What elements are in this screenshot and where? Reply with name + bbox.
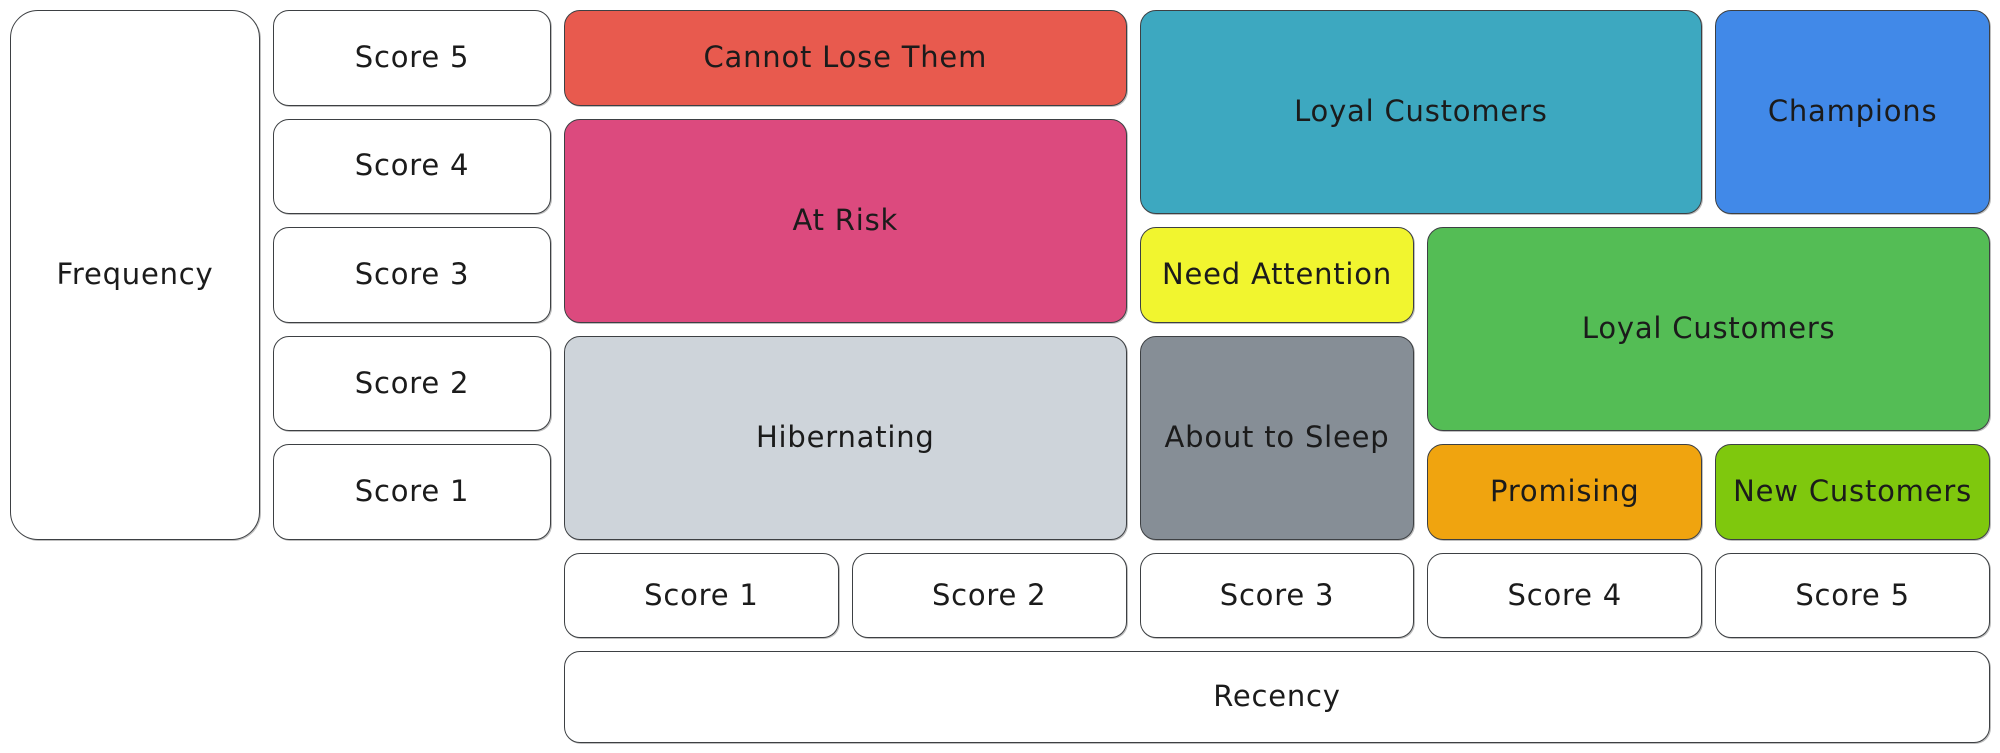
frequency-score-5-label: Score 5	[354, 39, 470, 74]
segment-champions: Champions	[1715, 10, 1990, 215]
recency-score-3-label: Score 3	[1219, 577, 1335, 612]
frequency-score-4-label: Score 4	[354, 148, 470, 183]
frequency-score-2-label: Score 2	[354, 365, 470, 400]
frequency-score-3-box: Score 3	[273, 227, 551, 323]
recency-axis-box: Recency	[564, 650, 1990, 743]
recency-score-3-box: Score 3	[1139, 552, 1415, 638]
recency-score-2-box: Score 2	[851, 552, 1127, 638]
frequency-score-5-box: Score 5	[273, 10, 551, 106]
segment-promising: Promising	[1427, 444, 1703, 540]
recency-score-1-box: Score 1	[564, 552, 839, 638]
recency-score-2-label: Score 2	[931, 577, 1047, 612]
segment-at-risk-label: At Risk	[792, 202, 899, 237]
frequency-score-4-box: Score 4	[273, 118, 551, 215]
segment-cannot-lose-them: Cannot Lose Them	[564, 10, 1127, 106]
frequency-score-1-box: Score 1	[273, 444, 551, 540]
recency-score-1-label: Score 1	[644, 577, 759, 612]
segment-champions-label: Champions	[1767, 94, 1938, 129]
frequency-axis-box: Frequency	[10, 10, 260, 540]
recency-score-4-box: Score 4	[1427, 552, 1703, 638]
segment-hibernating-label: Hibernating	[755, 419, 935, 454]
segment-need-attention-label: Need Attention	[1161, 257, 1393, 292]
frequency-score-1-label: Score 1	[354, 474, 470, 509]
segment-need-attention: Need Attention	[1139, 227, 1415, 323]
segment-loyal-customers-right: Loyal Customers	[1427, 227, 1990, 432]
recency-axis-label: Recency	[1213, 679, 1341, 714]
segment-loyal-customers-right-label: Loyal Customers	[1581, 311, 1836, 346]
segment-new-customers-label: New Customers	[1733, 474, 1973, 509]
segment-about-to-sleep-label: About to Sleep	[1164, 419, 1390, 454]
segment-loyal-customers-top: Loyal Customers	[1139, 10, 1703, 215]
segment-hibernating: Hibernating	[564, 335, 1127, 540]
frequency-score-3-label: Score 3	[354, 257, 470, 292]
frequency-axis-label: Frequency	[56, 257, 214, 292]
recency-score-5-label: Score 5	[1795, 577, 1910, 612]
frequency-score-2-box: Score 2	[273, 335, 551, 432]
recency-score-4-label: Score 4	[1507, 577, 1623, 612]
segment-about-to-sleep: About to Sleep	[1139, 335, 1415, 540]
segment-cannot-lose-them-label: Cannot Lose Them	[703, 39, 988, 74]
recency-score-5-box: Score 5	[1715, 552, 1990, 638]
segment-loyal-customers-top-label: Loyal Customers	[1294, 94, 1548, 129]
segment-at-risk: At Risk	[564, 118, 1127, 323]
segment-new-customers: New Customers	[1715, 444, 1990, 540]
segment-promising-label: Promising	[1490, 474, 1640, 509]
